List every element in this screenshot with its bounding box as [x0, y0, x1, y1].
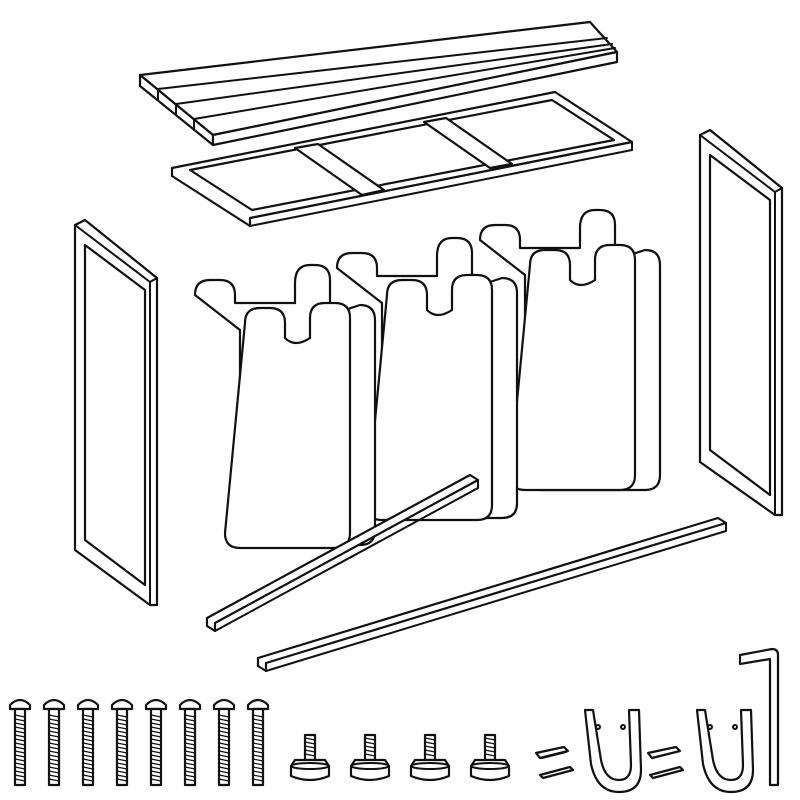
- bolt: [8, 698, 32, 787]
- bolt: [178, 698, 202, 787]
- right-side-frame: [698, 128, 784, 517]
- bolt: [212, 698, 236, 787]
- left-side-frame: [73, 218, 159, 607]
- leveling-foot: [469, 733, 511, 782]
- wall-bracket-1: [583, 708, 643, 794]
- bolt: [246, 698, 270, 787]
- top-slatted-shelf: [138, 20, 619, 147]
- back-rail: [256, 516, 728, 673]
- leveling-foot: [289, 733, 331, 782]
- front-rail: [205, 473, 480, 633]
- leveling-feet-set: [289, 733, 511, 782]
- bolt: [144, 698, 168, 787]
- leveling-foot: [349, 733, 391, 782]
- wall-bracket-2: [695, 708, 755, 794]
- leveling-foot: [409, 733, 451, 782]
- bolt-set: [8, 698, 270, 787]
- allen-key: [738, 647, 780, 787]
- bolt: [42, 698, 66, 787]
- laundry-bag-middle: [335, 236, 519, 522]
- bolt: [110, 698, 134, 787]
- laundry-bag-right: [478, 208, 662, 492]
- wall-anchor-set-1: [534, 745, 575, 780]
- laundry-bag-left: [193, 263, 377, 550]
- bolt: [76, 698, 100, 787]
- shelf-support-frame: [170, 90, 634, 228]
- wall-anchor-set-2: [646, 745, 685, 780]
